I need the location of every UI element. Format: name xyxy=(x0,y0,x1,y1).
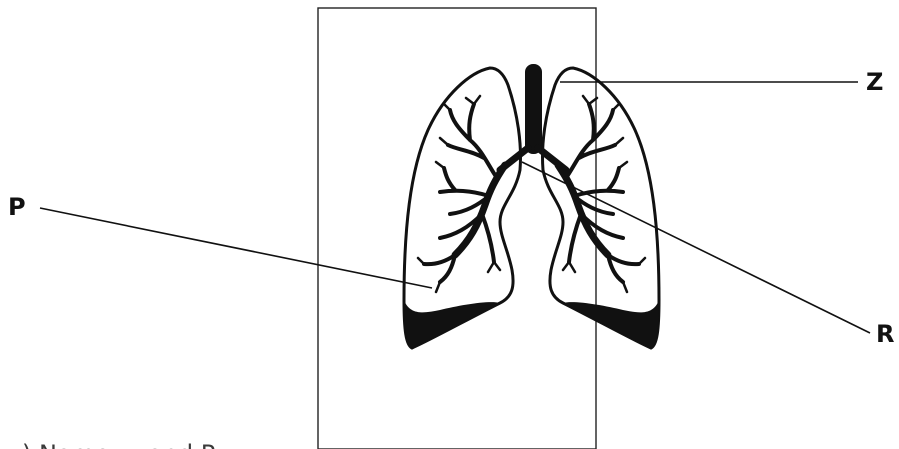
label-r: R xyxy=(876,320,894,348)
trachea xyxy=(525,64,542,154)
image-frame xyxy=(318,8,596,449)
label-z: Z xyxy=(866,68,883,96)
label-p: P xyxy=(8,193,26,221)
footer-text-fragment: ) Name ... and P xyxy=(22,440,215,449)
